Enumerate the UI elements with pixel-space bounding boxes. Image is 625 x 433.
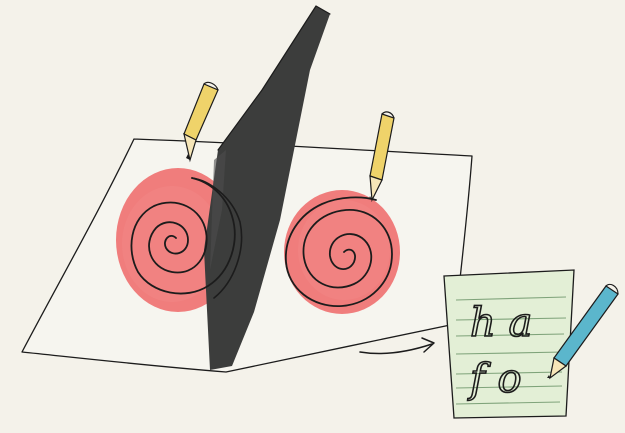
- notebook: h a f o: [444, 270, 574, 418]
- right-spiral: [284, 190, 400, 314]
- notebook-row2-letters: f o: [467, 356, 522, 402]
- notebook-row1-letters: h a: [470, 300, 532, 346]
